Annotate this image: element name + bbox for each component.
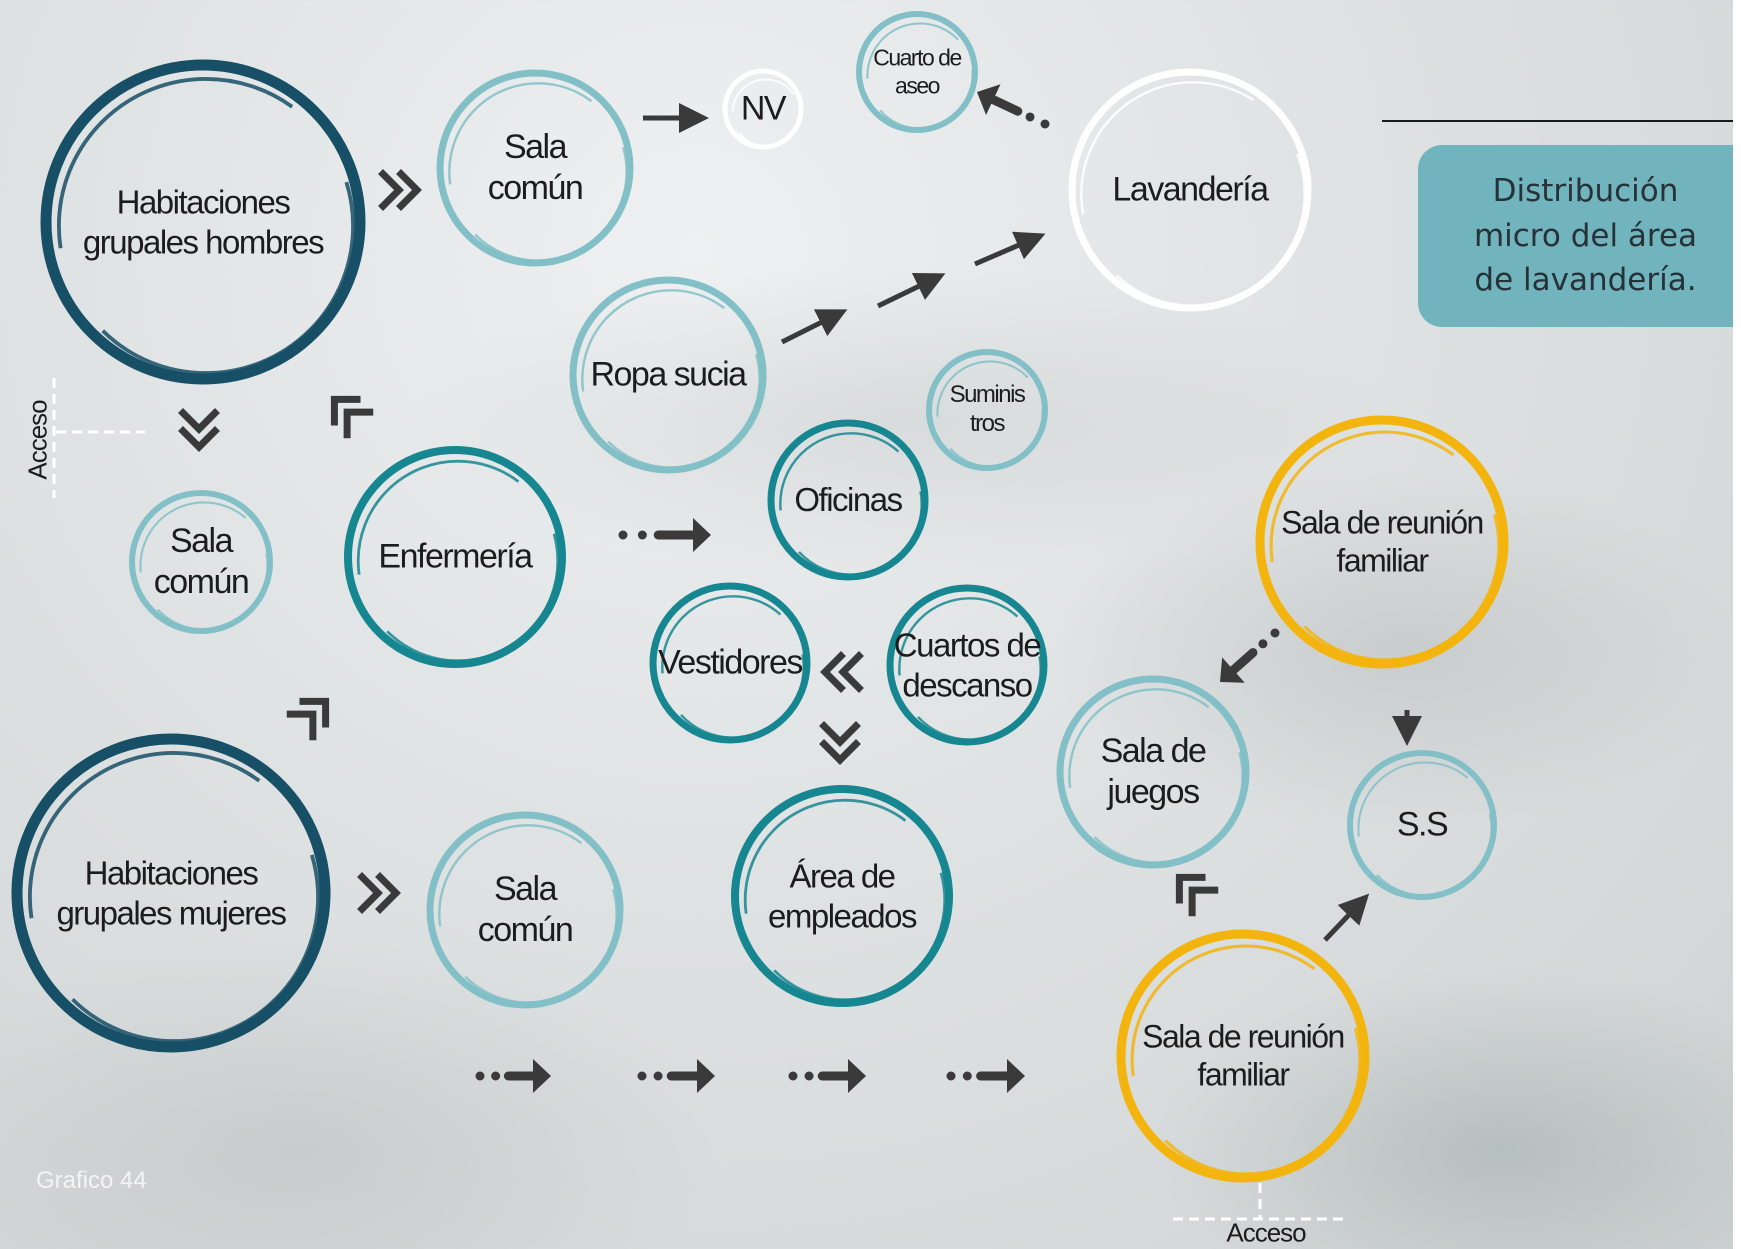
node-sala-reunion-bottom xyxy=(1116,929,1370,1183)
node-label-cuarto-aseo: Cuarto de aseo xyxy=(873,44,962,98)
arrow-ropa-1 xyxy=(780,309,848,345)
node-label-sala-reunion-top: Sala de reunión familiar xyxy=(1281,504,1484,579)
node-ropa-sucia xyxy=(569,276,767,474)
dot-lav-aseo xyxy=(977,84,1050,129)
node-label-nv: NV xyxy=(740,89,787,128)
chev-mujeres-enfermeria xyxy=(286,697,330,741)
node-label-sala-juegos: Sala de juegos xyxy=(1100,732,1207,811)
arrow-bottom-ss xyxy=(1323,893,1370,942)
node-ss xyxy=(1347,750,1497,900)
node-cuartos-descanso xyxy=(886,584,1048,746)
node-sala-juegos xyxy=(1056,675,1250,869)
node-sala-comun-mid xyxy=(129,490,273,634)
node-label-hab-hombres: Habitaciones grupales hombres xyxy=(82,183,325,260)
dot-reunion-juegos xyxy=(1220,628,1280,683)
node-cuarto-aseo xyxy=(856,11,978,133)
node-sala-comun-bottom xyxy=(426,811,624,1009)
chev-mujeres-sala xyxy=(357,872,401,914)
node-label-oficinas: Oficinas xyxy=(794,481,903,519)
title-rule xyxy=(1382,120,1741,122)
node-label-sala-comun-mid: Sala común xyxy=(153,522,250,601)
dot-enf-oficinas xyxy=(618,518,711,552)
chev-reunion-juegos xyxy=(1175,873,1219,917)
node-lavanderia xyxy=(1068,68,1312,312)
node-label-ss: S.S xyxy=(1396,805,1449,844)
node-label-cuartos-descanso: Cuartos de descanso xyxy=(893,626,1042,703)
node-label-hab-mujeres: Habitaciones grupales mujeres xyxy=(56,854,287,931)
node-label-sala-comun-top: Sala común xyxy=(487,128,584,207)
node-sala-reunion-top xyxy=(1255,415,1509,669)
acceso-left-label: Acceso xyxy=(22,400,53,480)
chev-descanso-down xyxy=(819,721,861,765)
node-label-sala-comun-bottom: Sala común xyxy=(477,870,574,949)
arrow-ropa-2 xyxy=(876,272,946,309)
dot-bottom-4 xyxy=(946,1059,1025,1093)
info-box: Distribución micro del área de lavanderí… xyxy=(1418,145,1741,327)
node-label-ropa-sucia: Ropa sucia xyxy=(590,355,747,394)
info-box-text: Distribución micro del área de lavanderí… xyxy=(1473,172,1698,299)
node-nv xyxy=(722,68,804,150)
node-label-vestidores: Vestidores xyxy=(658,643,803,682)
figure-caption: Grafico 44 xyxy=(36,1167,147,1194)
arrow-ropa-3 xyxy=(974,231,1046,267)
dot-bottom-2 xyxy=(637,1059,715,1093)
chev-descanso-vest xyxy=(820,651,864,693)
page-edge xyxy=(1733,0,1741,1249)
node-sala-comun-top xyxy=(436,69,634,267)
node-label-enfermeria: Enfermería xyxy=(378,537,533,576)
chev-enfermeria-up xyxy=(330,395,374,439)
node-label-suministros: Suminis tros xyxy=(949,381,1026,437)
dot-bottom-3 xyxy=(788,1059,866,1093)
node-enfermeria xyxy=(344,446,566,668)
node-label-sala-reunion-bottom: Sala de reunión familiar xyxy=(1142,1018,1345,1093)
chev-hombres-sala xyxy=(378,169,422,211)
acceso-bottom-label: Acceso xyxy=(1226,1217,1306,1248)
node-label-lavanderia: Lavandería xyxy=(1112,170,1269,209)
chev-hombres-down xyxy=(178,408,220,452)
node-suministros xyxy=(926,349,1048,471)
node-vestidores xyxy=(649,582,811,744)
node-hab-mujeres xyxy=(11,733,331,1053)
node-label-area-empleados: Área de empleados xyxy=(768,857,917,934)
dot-bottom-1 xyxy=(475,1059,551,1093)
node-hab-hombres xyxy=(40,59,366,385)
node-oficinas xyxy=(767,419,929,581)
node-area-empleados xyxy=(731,785,953,1007)
